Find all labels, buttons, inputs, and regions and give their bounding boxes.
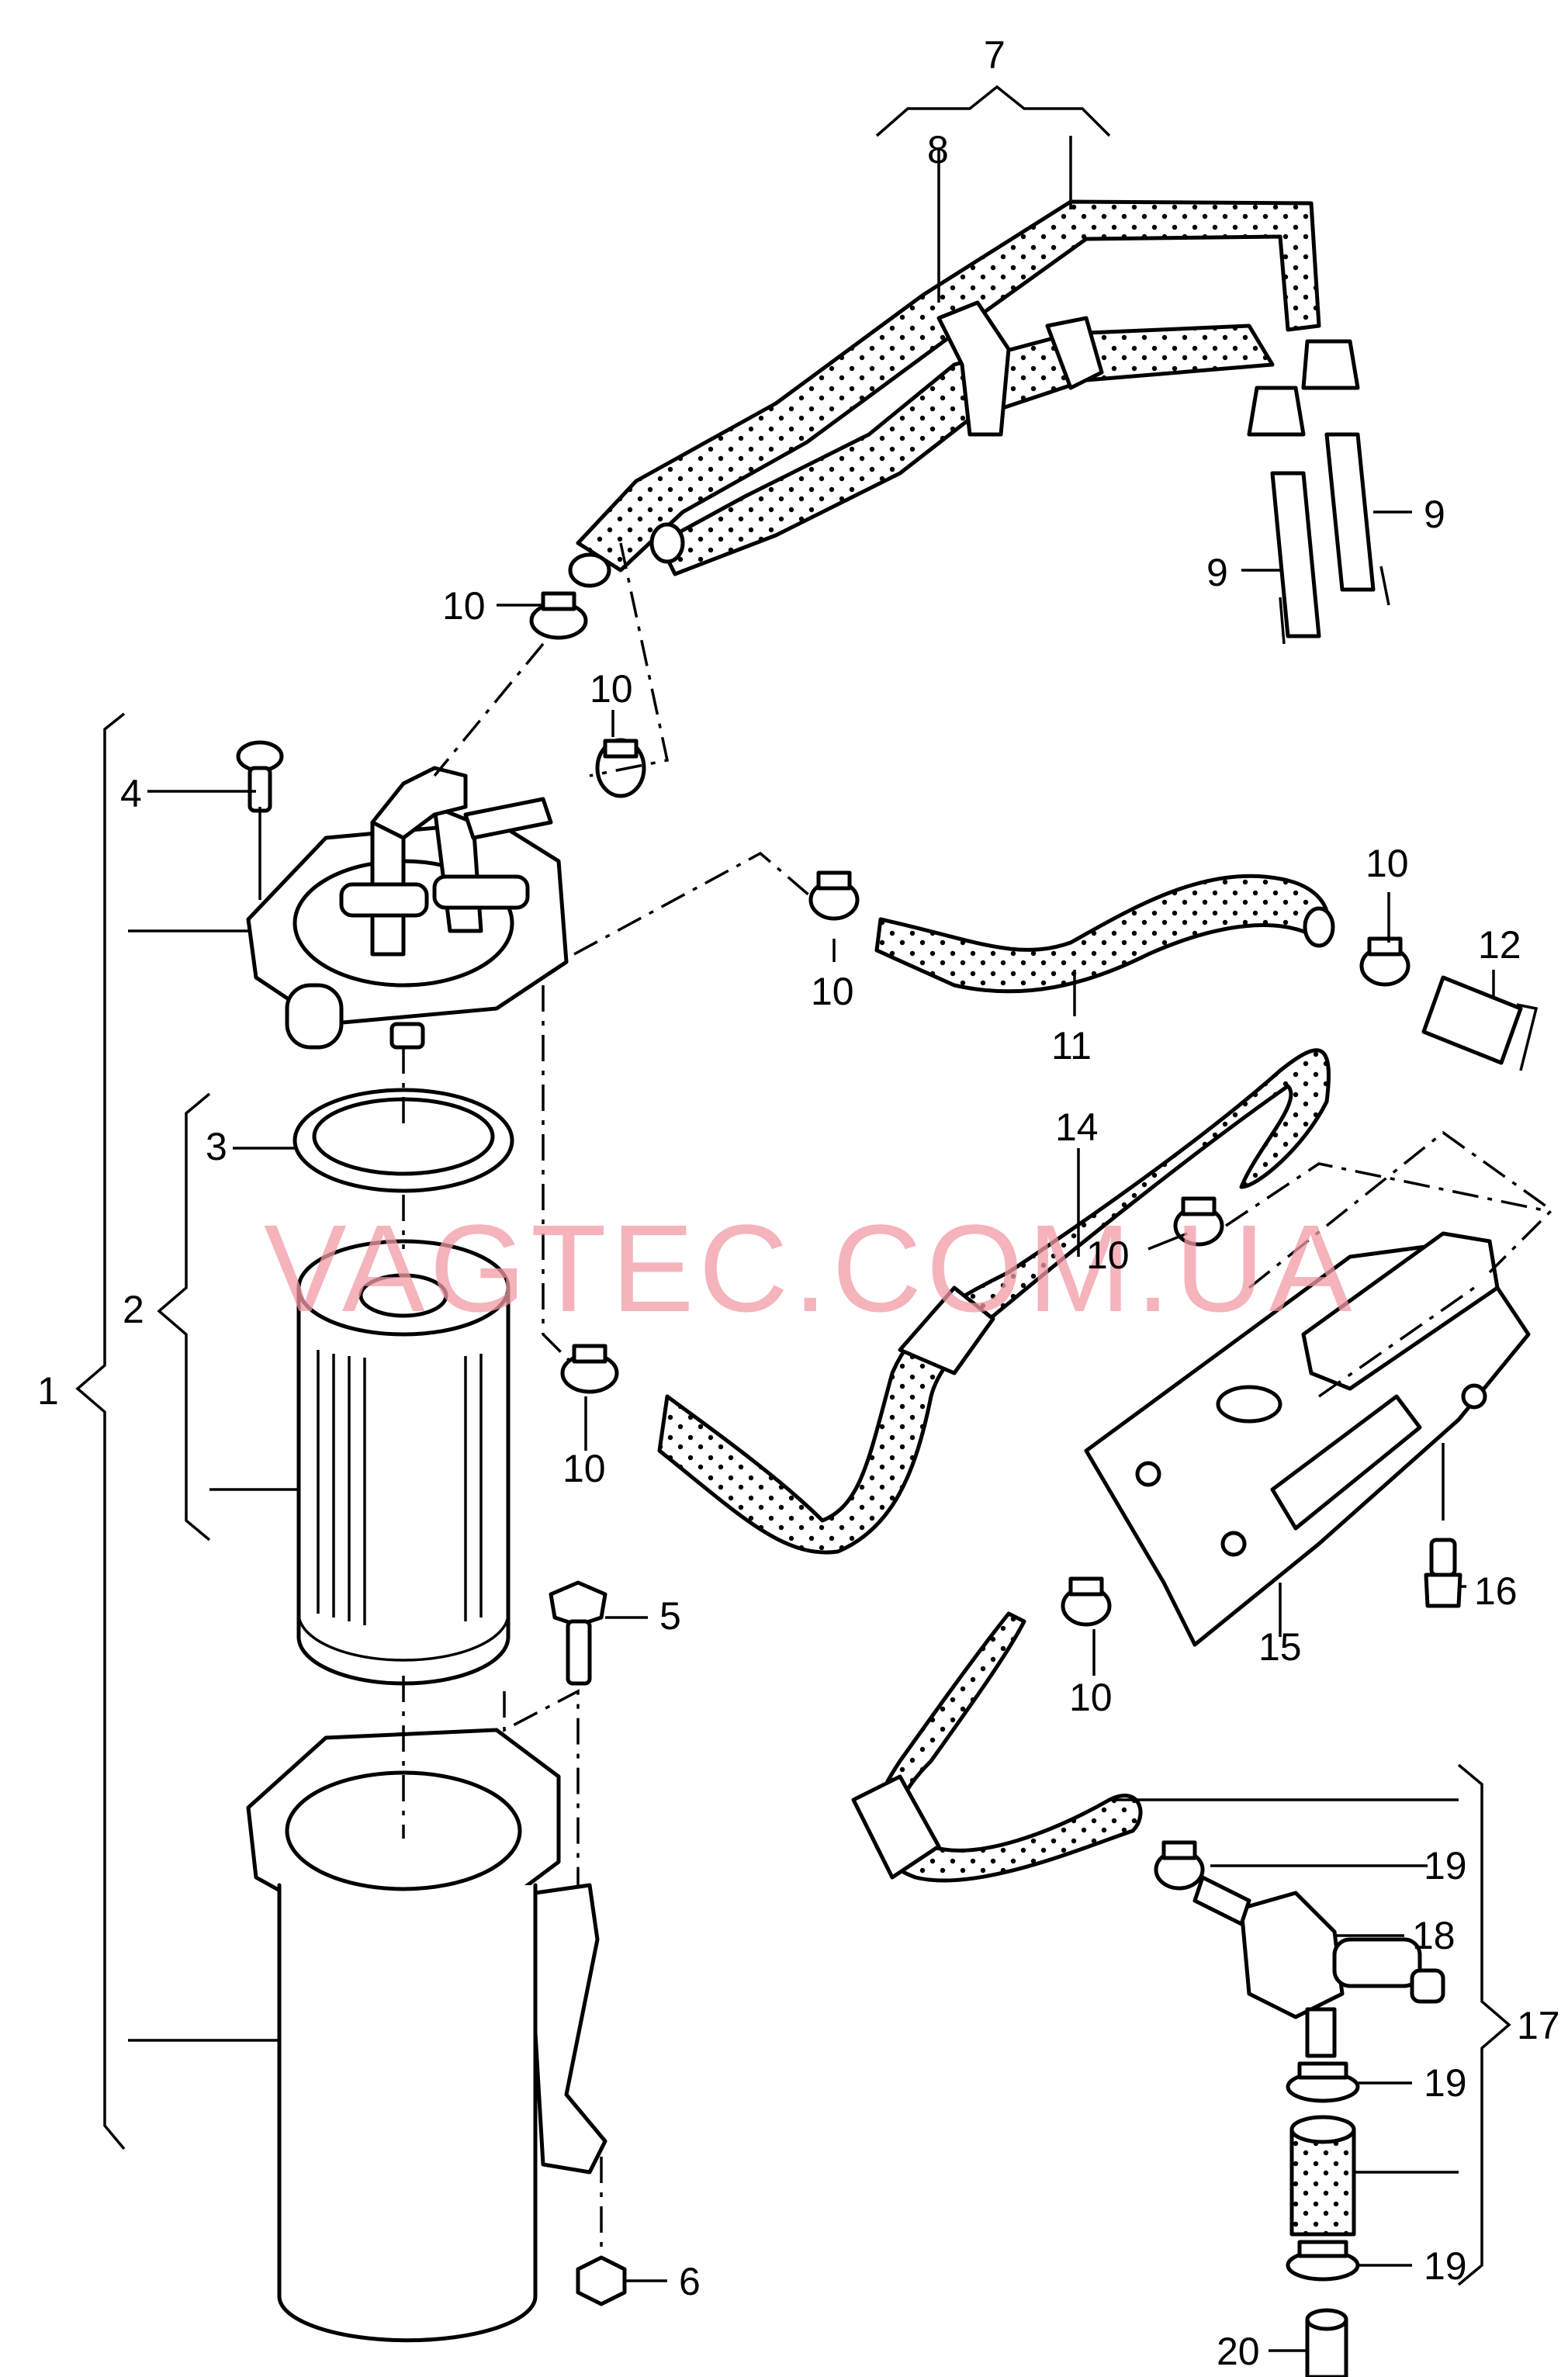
seal-ring-3 [292,1088,514,1193]
hose-14 [657,1048,1331,1555]
screw-16 [1424,1538,1462,1608]
callout-10a: 10 [442,584,486,628]
clamp-10a [529,591,588,640]
callout-9b: 9 [1206,551,1228,594]
watermark: VAGTEC.COM.UA [264,1199,1356,1337]
bracket-17 [1457,1763,1511,2286]
callout-17: 17 [1517,2004,1560,2047]
callout-11: 11 [1051,1024,1092,1067]
callout-5: 5 [659,1594,681,1638]
hose-14-sleeve [898,1285,995,1375]
nut-6 [576,2255,627,2306]
callout-10e: 10 [1086,1233,1130,1277]
callout-7: 7 [984,33,1006,77]
clamp-10d [1359,936,1411,987]
callout-10b: 10 [590,667,633,711]
hose-assembly-7 [568,199,1390,645]
sensor-18 [1192,1875,1445,2058]
callout-19c: 19 [1424,2244,1467,2288]
screw-4 [236,740,284,813]
bracket-2 [157,1092,211,1541]
callout-14: 14 [1055,1105,1099,1149]
clamp-19b [1286,2061,1360,2103]
bracket-7 [875,85,1111,137]
callout-16: 16 [1474,1569,1518,1613]
filter-lid [246,766,569,1050]
clamp-10b [595,738,646,798]
clamp-19a [1154,1840,1205,1891]
leader-lines [128,136,1495,2352]
hose-11 [874,874,1331,994]
callout-6: 6 [679,2260,701,2303]
hose-short-19 [1289,2127,1356,2237]
callout-2: 2 [123,1288,144,1331]
callout-20: 20 [1217,2330,1260,2373]
screw-5 [549,1580,607,1686]
clamp-10e [1173,1196,1224,1247]
centerlines [402,542,1554,2250]
clamp-19c [1286,2240,1360,2282]
callout-4: 4 [120,772,142,815]
filter-element-2 [296,1239,511,1686]
callout-1: 1 [37,1369,59,1413]
callout-18: 18 [1412,1914,1456,1957]
callout-9a: 9 [1424,493,1445,536]
pipe-12 [1421,975,1523,1065]
callout-10g: 10 [1069,1676,1113,1719]
hose-lower-sleeve [851,1774,941,1880]
callout-10d: 10 [1366,842,1409,885]
bracket-1 [75,712,126,2150]
callout-3: 3 [206,1125,227,1168]
bracket-15 [1084,1231,1531,1647]
callout-15: 15 [1258,1625,1302,1669]
clamp-10c [808,870,860,921]
callout-8: 8 [927,128,949,171]
clamp-10g [1061,1576,1112,1627]
hose-11-end [1303,906,1335,948]
clamp-10f [560,1344,619,1394]
callout-12: 12 [1478,923,1521,967]
filter-housing [246,1728,607,2343]
callout-10c: 10 [811,970,854,1013]
clamp-icons [529,591,1411,2282]
callout-10f: 10 [562,1447,606,1490]
callout-labels: 1 2 3 4 5 6 7 8 9 9 10 10 10 10 10 10 10… [37,33,1560,2373]
callout-19a: 19 [1424,1844,1467,1887]
callout-19b: 19 [1424,2061,1467,2105]
